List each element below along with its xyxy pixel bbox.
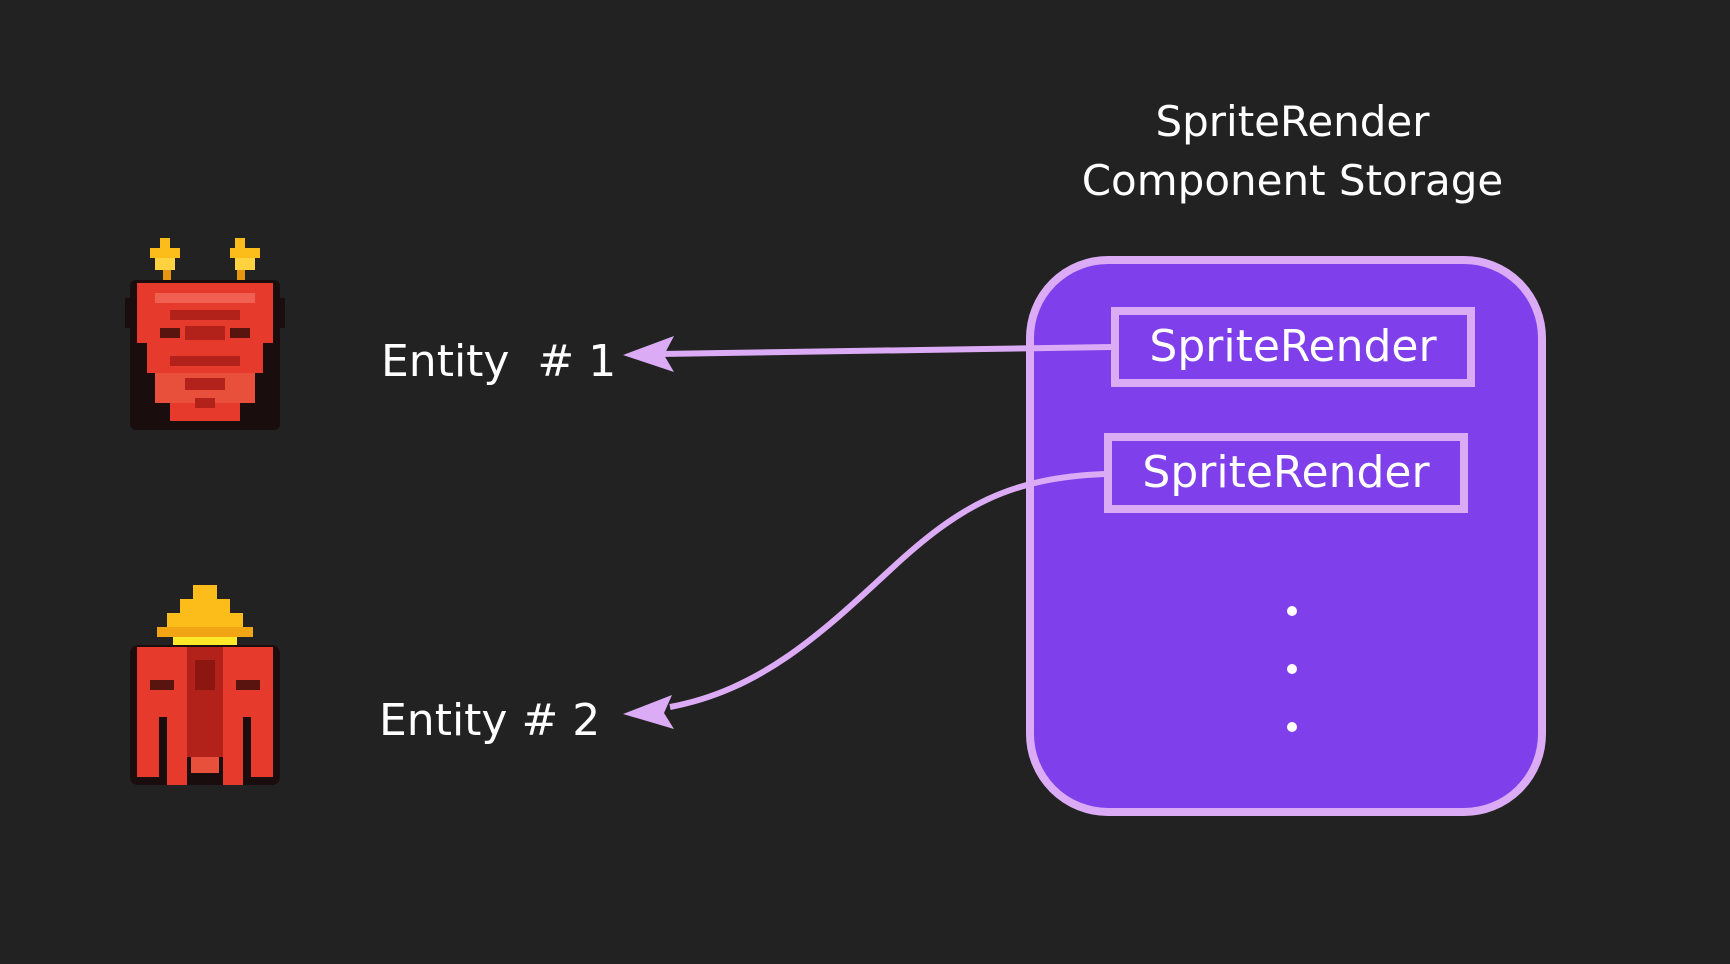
storage-slot-1: SpriteRender — [1111, 307, 1475, 387]
component-storage-box — [1026, 256, 1546, 816]
entity2-sprite-icon — [130, 585, 280, 785]
arrow-head-entity2 — [623, 695, 674, 729]
storage-title-line1: SpriteRender — [1155, 97, 1430, 146]
entity-1-label: Entity # 1 — [381, 336, 617, 387]
dot — [1287, 606, 1297, 616]
storage-title-line2: Component Storage — [1081, 156, 1504, 205]
dot — [1287, 722, 1297, 732]
arrow-head-entity1 — [623, 336, 674, 372]
arrow-slot1-to-entity1 — [659, 344, 1112, 357]
dot — [1287, 664, 1297, 674]
entity-2-label: Entity # 2 — [379, 695, 601, 746]
ellipsis-dots — [1281, 606, 1303, 780]
entity1-sprite-icon — [125, 238, 285, 430]
storage-slot-2: SpriteRender — [1104, 433, 1468, 513]
storage-title: SpriteRender Component Storage — [1040, 92, 1545, 210]
arrow-slot2-to-entity2 — [669, 471, 1105, 710]
